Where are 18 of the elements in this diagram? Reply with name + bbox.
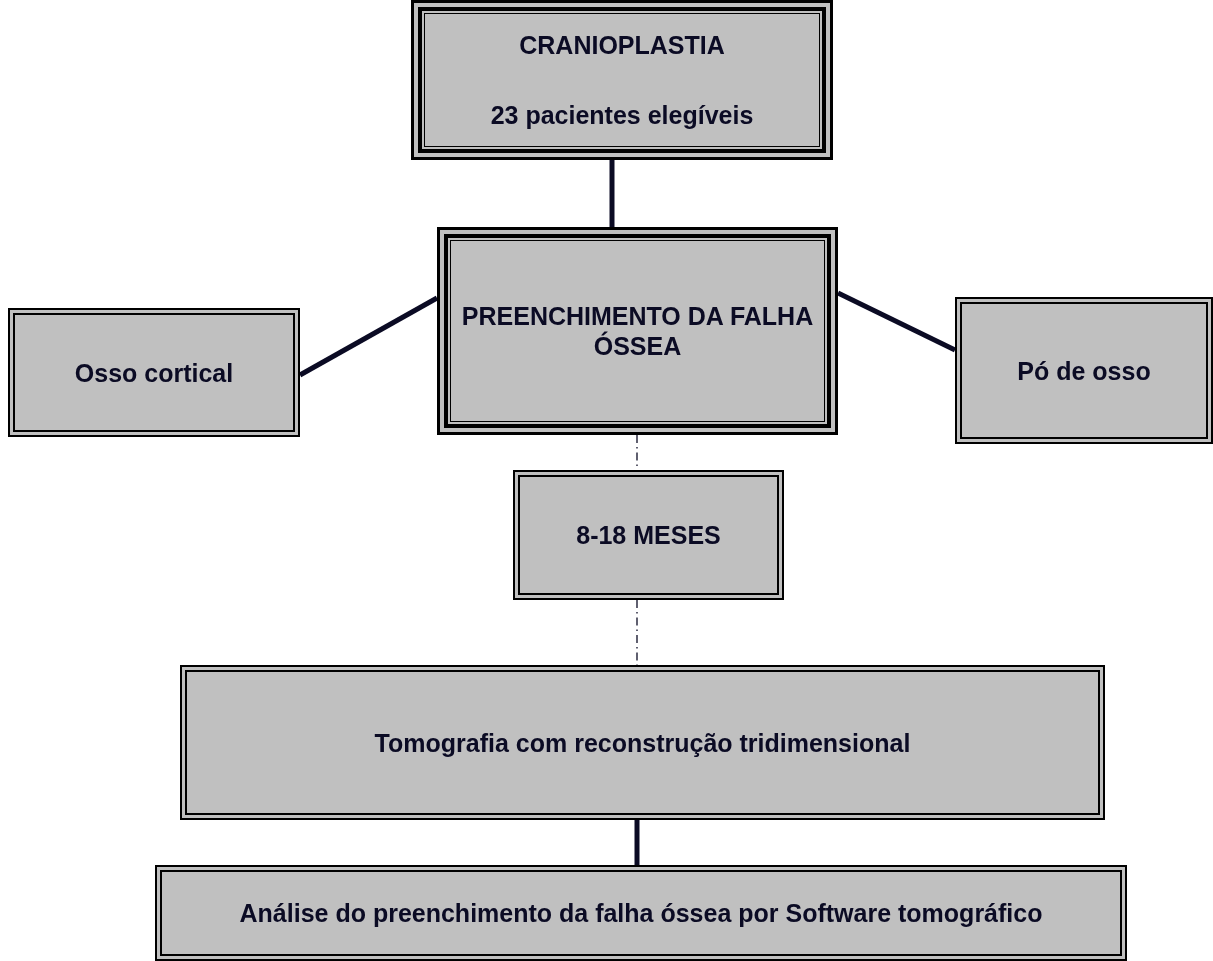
box-title: CRANIOPLASTIA	[519, 30, 725, 60]
box-subtitle: 23 pacientes elegíveis	[490, 100, 754, 130]
connector-line	[298, 295, 439, 378]
connector-line	[609, 160, 615, 227]
box-title: Análise do preenchimento da falha óssea por Software tomográfico	[239, 898, 1043, 928]
process-box	[513, 470, 784, 600]
process-box	[437, 227, 838, 435]
box-title: Pó de osso	[1017, 355, 1151, 386]
box-title: PREENCHIMENTO DA FALHA ÓSSEA	[460, 301, 815, 361]
process-box	[180, 665, 1105, 820]
process-box	[155, 865, 1127, 961]
process-box	[411, 0, 833, 160]
process-box	[955, 297, 1213, 444]
box-title: Osso cortical	[74, 357, 234, 388]
connector-line	[634, 820, 640, 865]
box-title: 8-18 MESES	[576, 520, 721, 550]
process-box	[8, 308, 300, 437]
box-title: Tomografia com reconstrução tridimensional	[374, 727, 911, 758]
